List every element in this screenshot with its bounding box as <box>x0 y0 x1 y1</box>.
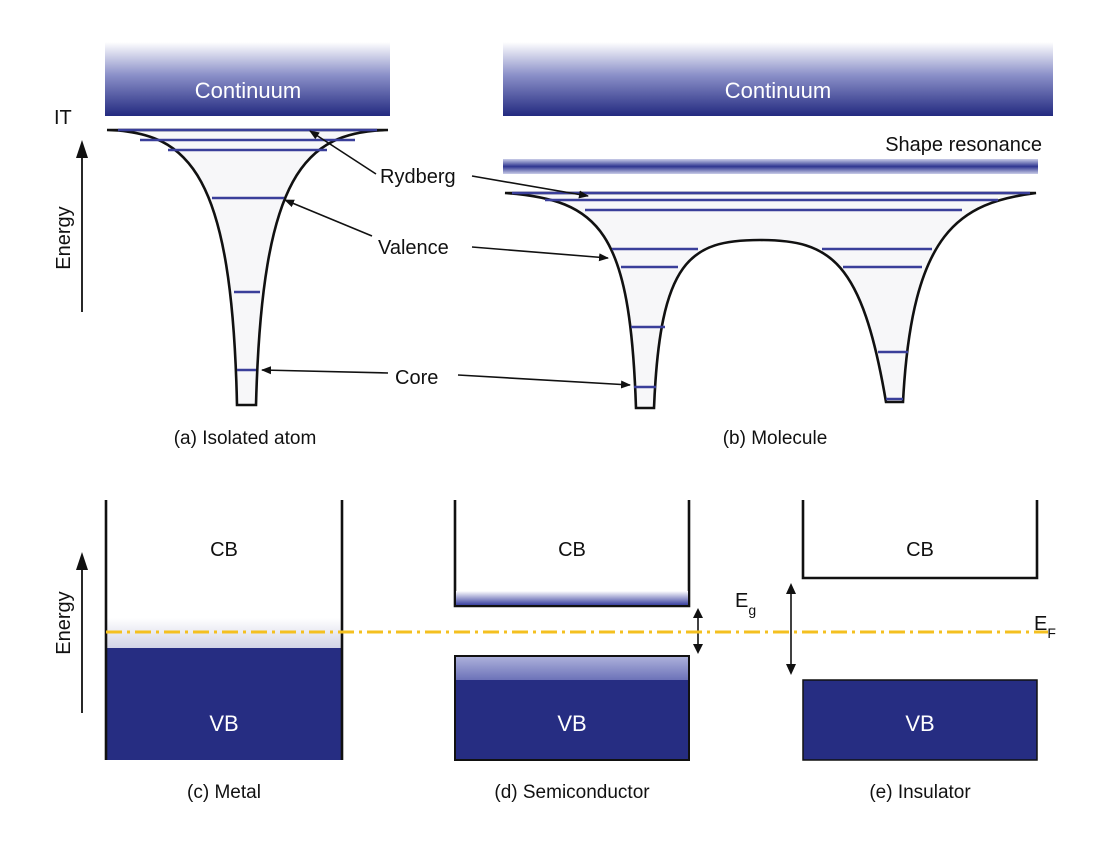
insulator-gap-arrow-up <box>786 583 796 594</box>
core-pointer-atom <box>261 366 389 375</box>
caption-semiconductor: (d) Semiconductor <box>494 782 650 803</box>
valence-label: Valence <box>378 237 449 259</box>
caption-isolated-atom: (a) Isolated atom <box>174 428 317 449</box>
molecule-potential-well <box>504 191 1037 410</box>
metal-valence-band <box>106 648 342 760</box>
rydberg-pointer-atom <box>309 130 377 175</box>
caption-molecule: (b) Molecule <box>723 428 828 449</box>
semiconductor-vb-label: VB <box>557 711 586 736</box>
metal-vb-label: VB <box>209 711 238 736</box>
semiconductor-gap-arrow-down <box>693 644 703 654</box>
insulator-gap-arrow-down <box>786 664 796 675</box>
metal-cb-label: CB <box>210 539 238 561</box>
continuum-label-atom: Continuum <box>195 78 301 103</box>
rydberg-pointer-molecule <box>471 175 589 199</box>
semiconductor-vb-fill <box>456 680 688 759</box>
caption-metal: (c) Metal <box>187 782 261 803</box>
insulator-conduction-band <box>801 500 1039 580</box>
valence-pointer-atom <box>284 199 373 237</box>
it-label: IT <box>54 107 72 129</box>
energy-label-bottom: Energy <box>53 591 75 654</box>
band-gap-label: Eg <box>735 590 756 618</box>
continuum-label-molecule: Continuum <box>725 78 831 103</box>
continuum-band-molecule <box>503 42 1053 116</box>
insulator-vb-label: VB <box>905 711 934 736</box>
semiconductor-cb-edge <box>456 591 688 605</box>
insulator-valence-band <box>802 679 1038 761</box>
fermi-level-label: EF <box>1034 613 1056 641</box>
continuum-band-atom <box>105 42 390 116</box>
core-label: Core <box>395 367 438 389</box>
shape-resonance-band <box>503 159 1038 174</box>
rydberg-label: Rydberg <box>380 166 456 188</box>
insulator-cb-label: CB <box>906 539 934 561</box>
semiconductor-cb-label: CB <box>558 539 586 561</box>
shape-resonance-label: Shape resonance <box>885 134 1042 156</box>
energy-axis-bottom-arrowhead <box>76 552 88 570</box>
semiconductor-gap-arrow-up <box>693 608 703 618</box>
valence-pointer-molecule <box>471 246 609 262</box>
semiconductor-conduction-band <box>453 500 691 608</box>
atom-potential-well <box>106 128 389 407</box>
core-pointer-molecule <box>457 374 631 389</box>
energy-label-top: Energy <box>53 206 75 269</box>
energy-axis-top-arrowhead <box>76 140 88 158</box>
caption-insulator: (e) Insulator <box>869 782 971 803</box>
